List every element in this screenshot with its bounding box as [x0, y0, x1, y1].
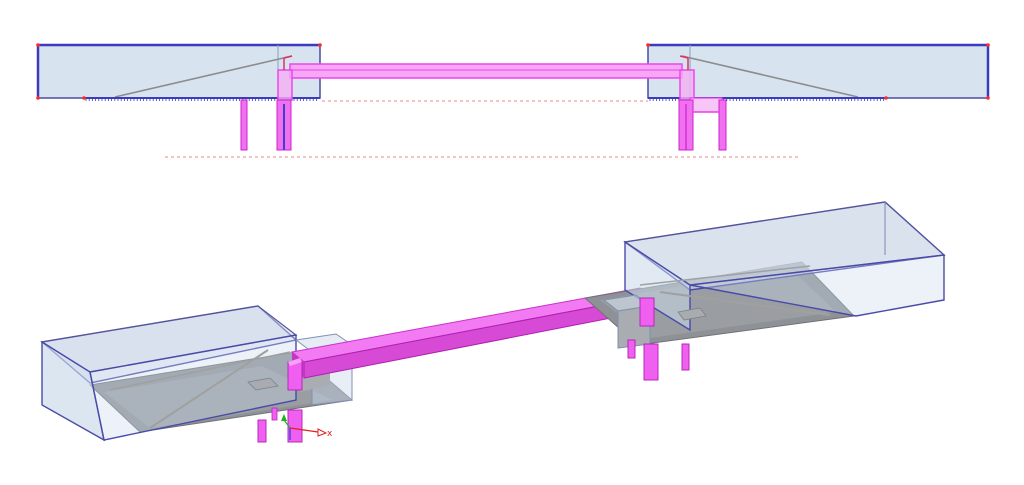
bridge-beam-elevation	[277, 55, 723, 113]
right-enclosure-3d	[583, 201, 946, 346]
coordinate-axes-icon: x	[281, 414, 333, 440]
columns-elevation	[240, 99, 727, 151]
right-enclosure-elevation	[646, 43, 990, 101]
left-enclosure-elevation	[36, 43, 322, 101]
left-enclosure-3d	[40, 305, 354, 442]
left-columns-3d	[257, 358, 303, 443]
right-brace	[681, 55, 859, 98]
axis-x-label: x	[327, 429, 333, 439]
right-columns-3d	[627, 297, 690, 381]
left-brace	[114, 55, 293, 98]
elevation-view	[36, 43, 990, 158]
isometric-view: x	[40, 201, 946, 443]
